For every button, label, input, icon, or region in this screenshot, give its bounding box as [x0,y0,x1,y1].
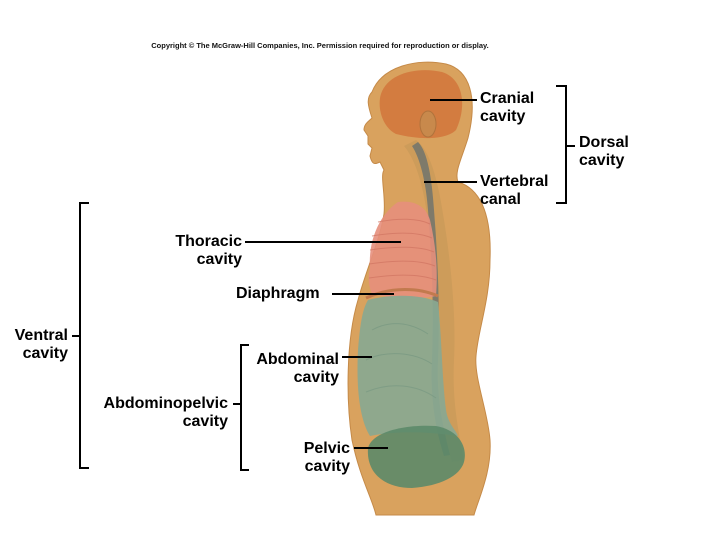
label-abdominopelvic-cavity: Abdominopelvic cavity [80,395,228,431]
ear-shape [420,111,436,137]
label-cranial-cavity: Cranial cavity [480,90,548,126]
label-thoracic-cavity: Thoracic cavity [160,233,242,269]
label-pelvic-cavity: Pelvic cavity [290,440,350,476]
label-ventral-cavity: Ventral cavity [2,327,68,363]
label-abdominal-cavity: Abdominal cavity [244,351,339,387]
label-dorsal-cavity: Dorsal cavity [579,134,639,170]
label-vertebral-canal: Vertebral canal [480,173,560,209]
label-diaphragm: Diaphragm [236,285,320,303]
